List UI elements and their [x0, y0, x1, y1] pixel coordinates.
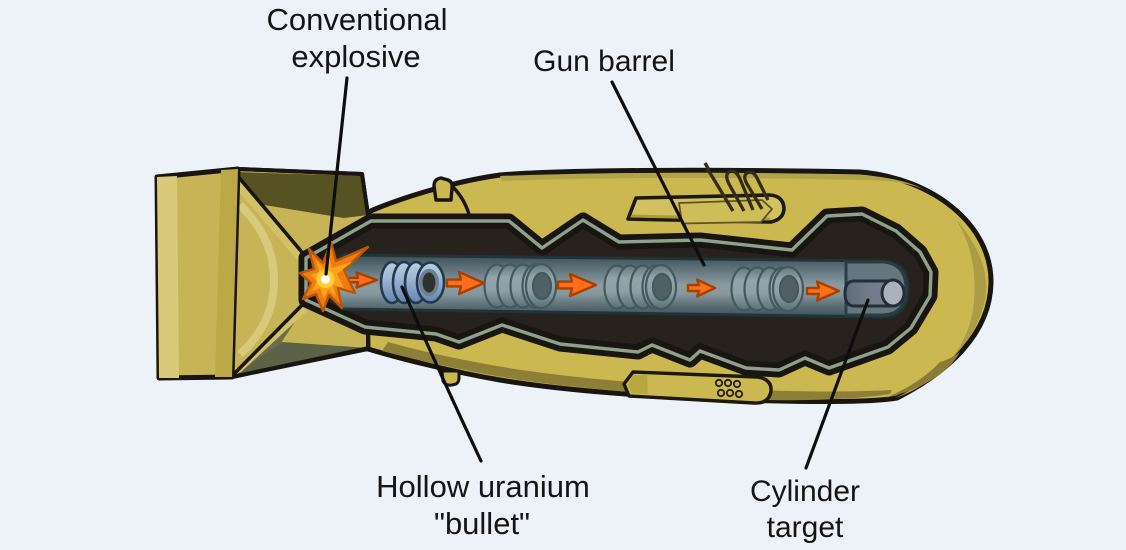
svg-text:Conventional: Conventional [267, 2, 448, 37]
svg-text:Cylinder: Cylinder [750, 475, 860, 508]
svg-text:explosive: explosive [291, 39, 420, 74]
svg-text:Hollow uranium: Hollow uranium [376, 469, 590, 504]
svg-text:target: target [767, 511, 844, 544]
svg-text:Gun barrel: Gun barrel [533, 45, 675, 78]
svg-text:"bullet": "bullet" [434, 506, 530, 541]
